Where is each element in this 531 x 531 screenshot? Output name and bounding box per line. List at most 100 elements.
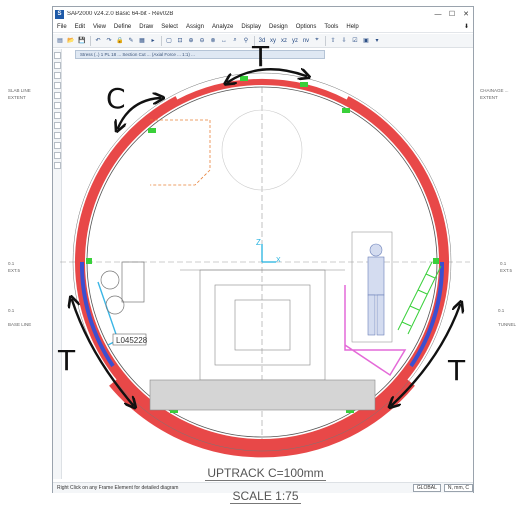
handwritten-t-left: T xyxy=(57,344,76,377)
lock-icon[interactable]: 🔒 xyxy=(116,38,124,44)
main-toolbar: ▤ 📂 💾 ↶ ↷ 🔒 ✎ ▦ ▸ ▢ ⊡ ⊕ ⊖ ⊗ ↔ ⌕ ⚲ 3d xy … xyxy=(53,34,473,48)
snap-intersection-tool-icon[interactable] xyxy=(54,152,61,159)
left-toolbar xyxy=(53,49,62,479)
zoom-out-icon[interactable]: ⊖ xyxy=(199,38,205,44)
menu-edit[interactable]: Edit xyxy=(74,23,86,30)
up-arrow-icon[interactable]: ⇧ xyxy=(330,38,336,44)
menu-assign[interactable]: Assign xyxy=(185,23,204,30)
drawing-caption-scale: SCALE 1:75 xyxy=(230,489,301,504)
menu-options[interactable]: Options xyxy=(295,23,317,30)
interior-equipment xyxy=(149,109,393,411)
view-xz-button[interactable]: xz xyxy=(281,37,287,44)
view-yz-button[interactable]: yz xyxy=(292,37,298,44)
menu-help[interactable]: Help xyxy=(346,23,359,30)
axis-x-label: X xyxy=(276,257,281,264)
toolbar-divider xyxy=(161,35,162,46)
left-note-1: SLAB LINE xyxy=(8,88,31,93)
view-nv-button[interactable]: nv xyxy=(302,37,310,44)
view-3d-button[interactable]: 3d xyxy=(258,37,266,44)
draw-frame-tool-icon[interactable] xyxy=(54,62,61,69)
left-note-6: BASE LINE xyxy=(8,322,31,327)
drawing-caption-track: UPTRACK C=100mm xyxy=(205,466,326,481)
compression-arrow xyxy=(118,98,160,128)
clear-selection-tool-icon[interactable] xyxy=(54,112,61,119)
right-note-6: TUNNEL xyxy=(498,322,516,327)
open-icon[interactable]: 📂 xyxy=(67,38,75,44)
left-note-4: EXT.5 xyxy=(8,268,21,273)
view-tab[interactable]: Stress (..) 1 PL 18 ... Section Cut ... … xyxy=(75,50,325,59)
menu-draw[interactable]: Draw xyxy=(139,23,154,30)
menu-tools[interactable]: Tools xyxy=(324,23,339,30)
menu-bar: File Edit View Define Draw Select Assign… xyxy=(53,21,473,33)
axis-z-label: Z xyxy=(256,238,261,247)
right-note-3: 0.1 xyxy=(500,261,507,266)
crosshair-icon[interactable]: ⌖ xyxy=(315,37,319,43)
zoom-window-icon[interactable]: ⊡ xyxy=(177,38,183,44)
down-arrow-icon[interactable]: ⇩ xyxy=(341,38,347,44)
close-button[interactable]: ✕ xyxy=(463,11,469,18)
menu-file[interactable]: File xyxy=(57,23,67,30)
left-note-3: 0.1 xyxy=(8,261,15,266)
select-previous-tool-icon[interactable] xyxy=(54,102,61,109)
snap-midpoint-tool-icon[interactable] xyxy=(54,142,61,149)
menu-select[interactable]: Select xyxy=(161,23,178,30)
handwritten-t-right: T xyxy=(447,354,466,387)
snap-perpendicular-tool-icon[interactable] xyxy=(54,162,61,169)
sap2000-app-icon: S xyxy=(55,9,64,19)
redo-icon[interactable]: ↷ xyxy=(106,38,112,44)
left-tension-arrow xyxy=(72,300,133,405)
window-title: SAP2000 v24.2.0 Basic 64-bit - Rev02B xyxy=(67,11,174,17)
toolbar-divider xyxy=(254,35,255,46)
menu-define[interactable]: Define xyxy=(113,23,132,30)
units-select[interactable]: N, mm, C xyxy=(443,484,473,492)
right-note-5: 0.1 xyxy=(498,308,505,313)
toolbar-divider xyxy=(325,35,326,46)
left-note-2: EXTENT xyxy=(8,95,26,100)
draw-point-tool-icon[interactable] xyxy=(54,82,61,89)
undo-icon[interactable]: ↶ xyxy=(95,38,101,44)
view-xy-button[interactable]: xy xyxy=(270,37,276,44)
human-figure xyxy=(367,243,385,336)
toolbar-divider xyxy=(90,35,91,46)
menu-analyze[interactable]: Analyze xyxy=(211,23,234,30)
pointer-tool-icon[interactable] xyxy=(54,52,61,59)
title-bar: S SAP2000 v24.2.0 Basic 64-bit - Rev02B … xyxy=(53,7,473,21)
top-tension-arrow xyxy=(228,69,306,82)
select-all-tool-icon[interactable] xyxy=(54,92,61,99)
maximize-button[interactable]: ☐ xyxy=(448,11,456,18)
download-icon[interactable]: ⬇ xyxy=(463,24,469,30)
pan-icon[interactable]: ↔ xyxy=(221,37,227,44)
zoom-in-icon[interactable]: ⊕ xyxy=(188,38,194,44)
pencil-icon[interactable]: ✎ xyxy=(128,38,134,44)
search-icon[interactable]: ⌕ xyxy=(233,37,237,43)
display-options-icon[interactable]: ▣ xyxy=(363,38,369,44)
checkbox-icon[interactable]: ☑ xyxy=(352,38,358,44)
global-axis-indicator: Z X xyxy=(256,238,281,264)
coord-system-select[interactable]: GLOBAL xyxy=(412,484,441,492)
status-message: Right Click on any Frame Element for det… xyxy=(57,485,179,491)
measure-icon[interactable]: ⚲ xyxy=(243,38,249,44)
right-note-2: EXTENT xyxy=(480,95,498,100)
zoom-full-icon[interactable]: ⊗ xyxy=(210,38,216,44)
save-icon[interactable]: 💾 xyxy=(78,38,86,44)
right-note-4: EXT.5 xyxy=(500,268,513,273)
grid-icon[interactable]: ▦ xyxy=(139,38,145,44)
handwritten-t-top: T xyxy=(251,40,270,73)
orange-outline xyxy=(150,119,211,186)
status-bar: Right Click on any Frame Element for det… xyxy=(53,482,473,493)
menu-design[interactable]: Design xyxy=(269,23,288,30)
element-id-label: L045228 xyxy=(116,336,148,345)
handwritten-annotations xyxy=(72,69,460,405)
minimize-button[interactable]: — xyxy=(434,10,442,18)
rubber-band-zoom-icon[interactable]: ▢ xyxy=(166,38,172,44)
draw-area-tool-icon[interactable] xyxy=(54,72,61,79)
menu-view[interactable]: View xyxy=(93,23,106,30)
handwritten-c: C xyxy=(106,82,126,115)
run-icon[interactable]: ▸ xyxy=(151,38,155,44)
snap-tool-icon[interactable] xyxy=(54,132,61,139)
dropdown-chevron-icon[interactable]: ▾ xyxy=(375,38,379,44)
new-model-icon[interactable]: ▤ xyxy=(57,38,63,44)
menu-display[interactable]: Display xyxy=(241,23,262,30)
intersect-tool-icon[interactable] xyxy=(54,122,61,129)
